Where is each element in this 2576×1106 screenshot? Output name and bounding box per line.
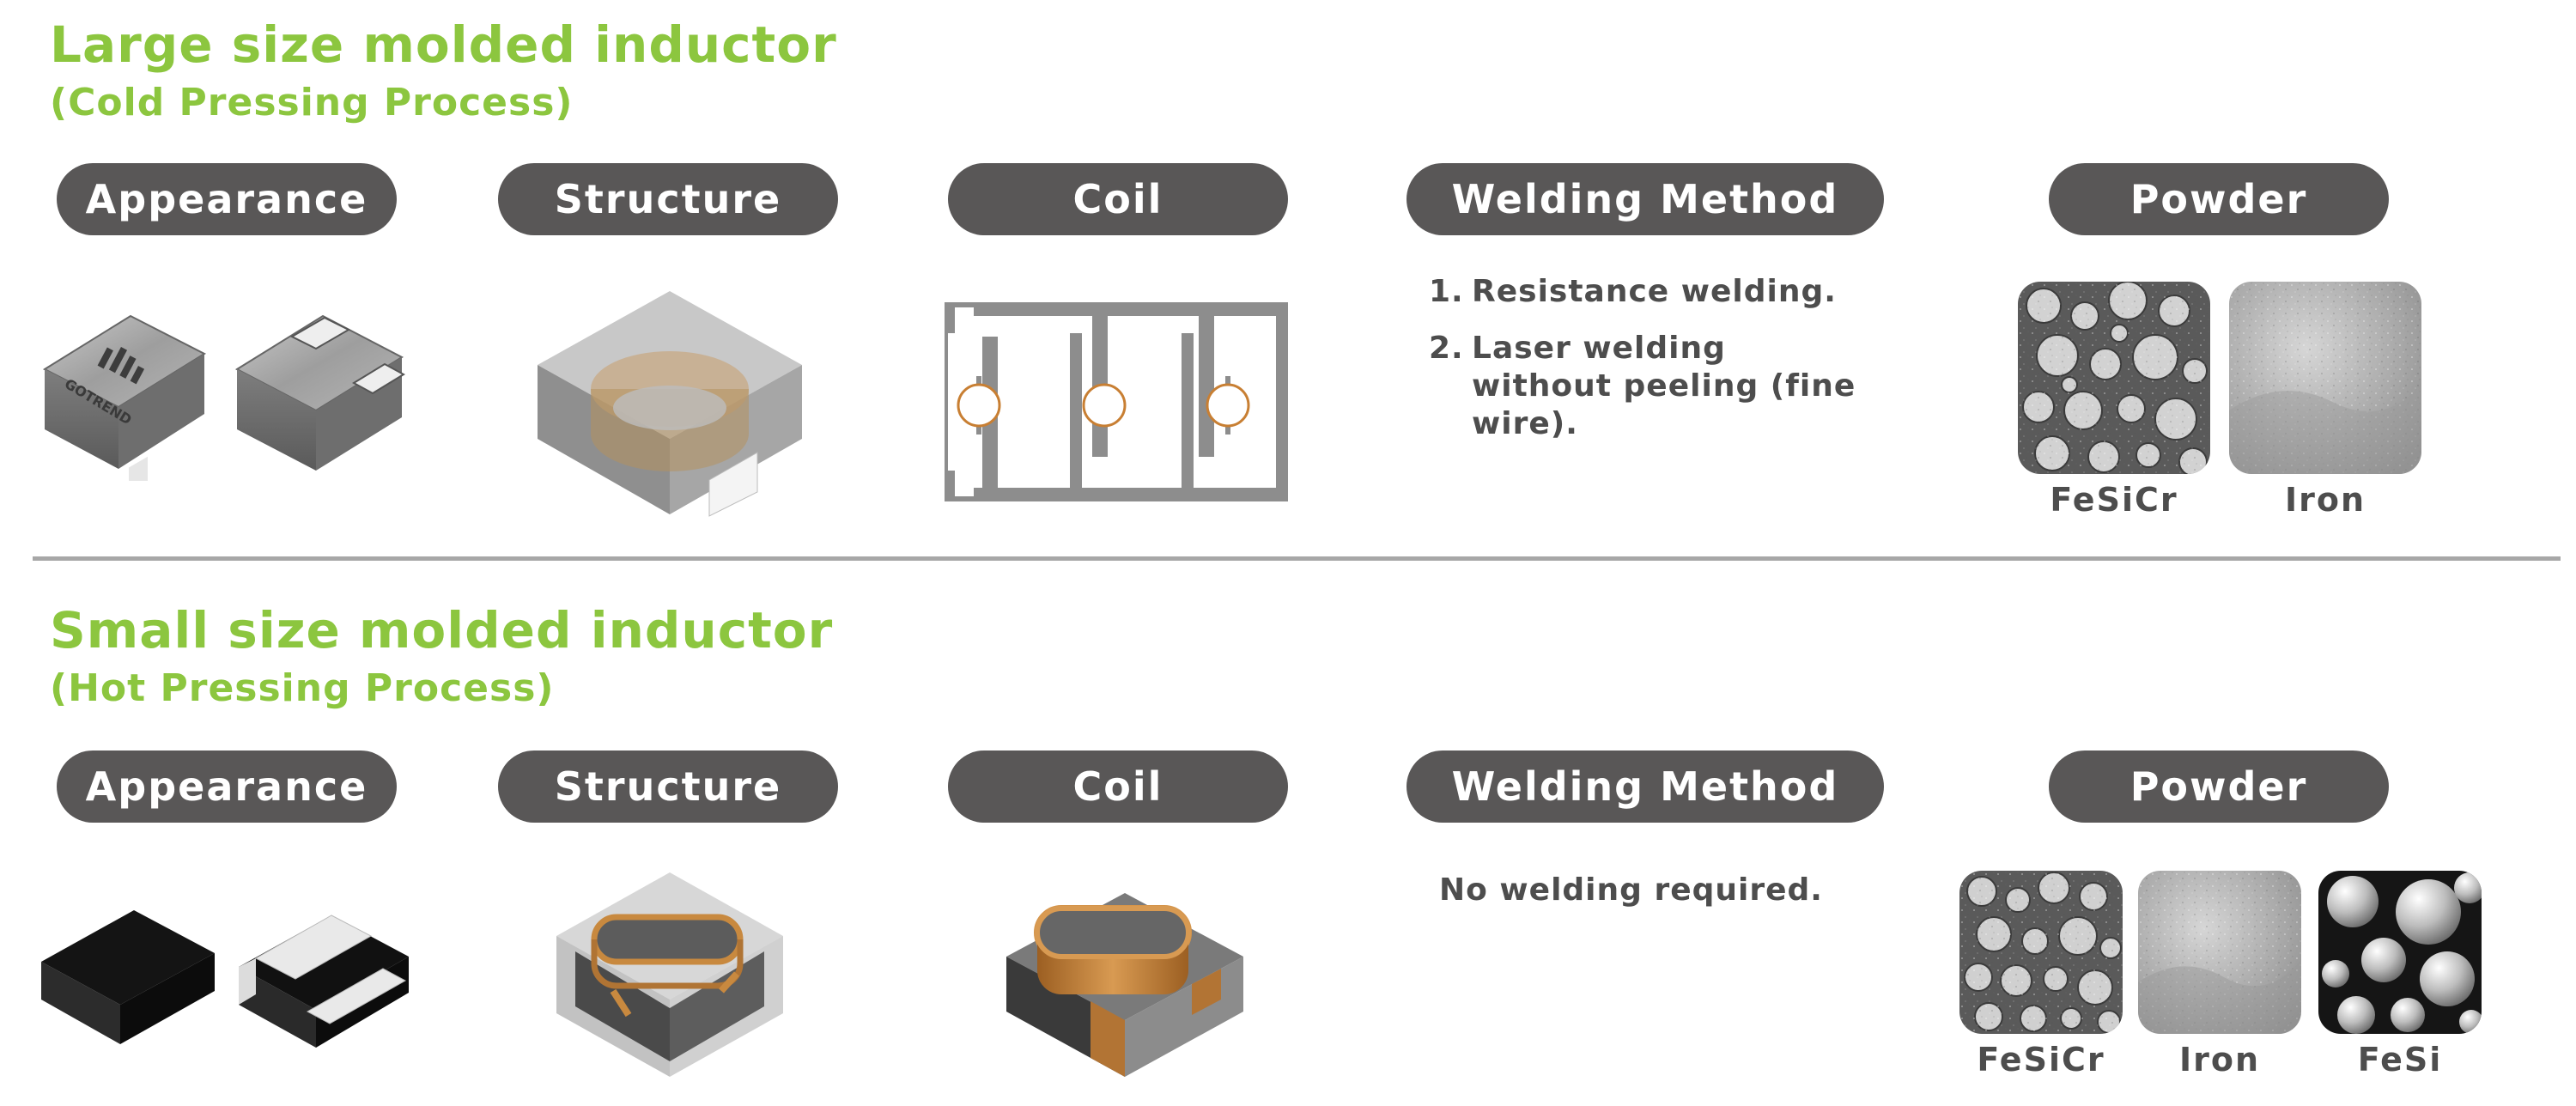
small-fesicr-powder-image <box>1959 871 2123 1034</box>
welding-item: 2. Laser welding without peeling (fine w… <box>1429 330 1910 443</box>
small-powder-label-fesicr: FeSiCr <box>1977 1041 2105 1079</box>
small-iron-powder-image <box>2138 871 2301 1034</box>
small-powder-label-iron: Iron <box>2178 1041 2261 1079</box>
welding-item-text: Resistance welding. <box>1472 274 1837 309</box>
small-chip-bottom-view <box>239 915 409 1048</box>
large-coil-frame-image <box>945 302 1288 501</box>
small-coil-header: Coil <box>948 750 1288 823</box>
welding-item: 1. Resistance welding. <box>1429 273 1910 311</box>
small-appearance-header: Appearance <box>57 750 397 823</box>
large-fesicr-powder-image <box>2018 282 2210 474</box>
small-structure-header: Structure <box>498 750 838 823</box>
small-welding-method-text: No welding required. <box>1439 872 1823 908</box>
small-structure-image <box>556 872 783 1077</box>
small-powder-header: Powder <box>2049 750 2389 823</box>
large-section-subtitle: (Cold Pressing Process) <box>50 81 574 125</box>
small-coil-image <box>1006 893 1243 1077</box>
large-coil-header: Coil <box>948 163 1288 235</box>
large-structure-header: Structure <box>498 163 838 235</box>
welding-item-text: Laser welding without peeling (fine wire… <box>1472 331 1856 441</box>
section-divider <box>33 556 2561 561</box>
large-structure-image <box>538 291 802 517</box>
welding-item-number: 1. <box>1429 274 1464 309</box>
small-section-subtitle: (Hot Pressing Process) <box>50 666 555 710</box>
large-welding-header: Welding Method <box>1406 163 1884 235</box>
welding-item-number: 2. <box>1429 331 1464 366</box>
small-inductor-chips-image <box>41 910 409 1048</box>
large-welding-method-list: 1. Resistance welding. 2. Laser welding … <box>1429 273 1910 462</box>
small-welding-header: Welding Method <box>1406 750 1884 823</box>
small-powder-label-fesi: FeSi <box>2357 1041 2443 1079</box>
large-powder-label-fesicr: FeSiCr <box>2050 481 2178 519</box>
large-powder-label-iron: Iron <box>2284 481 2366 519</box>
small-fesi-powder-image <box>2318 871 2482 1034</box>
large-section-title: Large size molded inductor <box>50 15 837 74</box>
large-iron-powder-image <box>2229 282 2421 474</box>
small-section-title: Small size molded inductor <box>50 601 834 659</box>
small-chip-top-view <box>41 910 215 1044</box>
large-powder-header: Powder <box>2049 163 2389 235</box>
large-chip-top-view: GOTREND <box>42 314 207 481</box>
large-chip-bottom-view <box>234 314 405 471</box>
large-appearance-header: Appearance <box>57 163 397 235</box>
large-inductor-chips-image: GOTREND <box>42 314 405 481</box>
